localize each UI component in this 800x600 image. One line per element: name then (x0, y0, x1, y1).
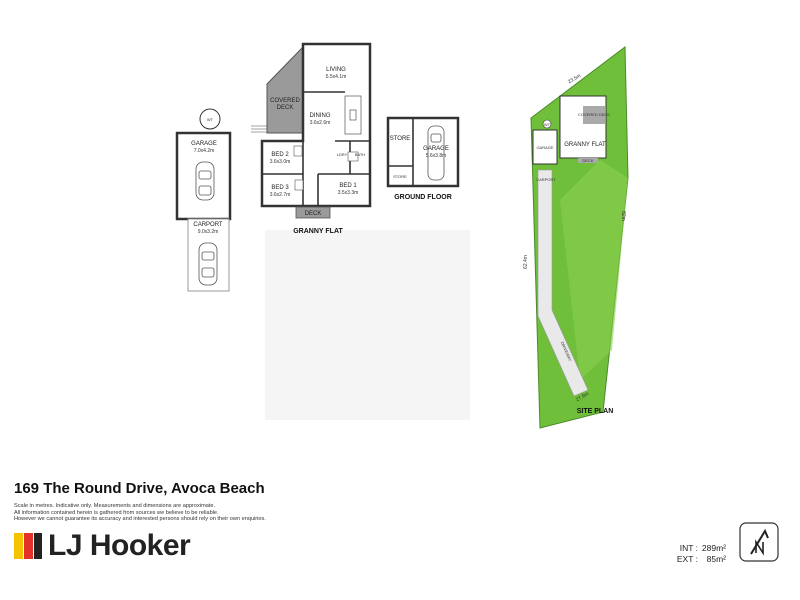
robe-bed2 (293, 145, 303, 157)
bed1-dim: 3.5x3.3m (338, 190, 359, 196)
site-covered-deck-label: COVERED DECK (578, 112, 610, 117)
boundary-right-dim: 82m (620, 211, 626, 221)
ext-area-row: EXT : 85m² (668, 554, 726, 565)
ground-garage-label: GARAGE (423, 146, 449, 152)
site-water-tank-icon (542, 119, 552, 129)
int-area-row: INT : 289m² (668, 543, 726, 554)
deck (295, 206, 331, 219)
property-address: 169 The Round Drive, Avoca Beach (14, 480, 265, 497)
lawn-area (560, 160, 628, 380)
bed2-label: BED 2 (271, 152, 289, 158)
north-arrow-icon (739, 522, 779, 562)
ldry-label: LDRY (337, 152, 348, 157)
bath-label: BATH (355, 152, 365, 157)
car-icon (195, 161, 215, 201)
wt-label: WT (207, 117, 214, 122)
garage-carport-plan: WT GARAGE 7.0x4.2m CARPORT 9.0x3.2m (175, 108, 232, 292)
car-icon (198, 242, 218, 286)
bed1-label: BED 1 (339, 183, 357, 189)
garage-label: GARAGE (191, 141, 217, 147)
carport-area (187, 218, 230, 292)
ground-garage-dim: 5.6x3.8m (426, 153, 447, 159)
disclaimer-line-3: However we cannot guarantee its accuracy… (14, 516, 266, 523)
living-dim: 5.5x4.1m (326, 74, 347, 80)
car-icon (427, 125, 445, 181)
disclaimer: Scale in metres. Indicative only. Measur… (14, 503, 354, 523)
water-tank-icon (199, 108, 221, 130)
ground-floor-caption: GROUND FLOOR (394, 194, 452, 201)
ext-label: EXT : (676, 554, 698, 564)
deck-label: DECK (305, 211, 322, 217)
logo-text: LJ Hooker (48, 529, 191, 562)
toilet-icon (347, 151, 359, 162)
site-garage (532, 129, 558, 165)
site-wt-label: WT (544, 122, 551, 127)
granny-flat-caption: GRANNY FLAT (293, 228, 343, 235)
store2-label: STORE (393, 174, 407, 179)
site-granny-flat (559, 95, 607, 159)
store-label: STORE (390, 136, 411, 142)
driveway (537, 169, 589, 397)
carport-dim: 9.0x3.2m (198, 229, 219, 235)
bed2-dim: 3.6x3.0m (270, 159, 291, 165)
site-covered-deck (583, 106, 605, 124)
site-deck-label: DECK (582, 158, 593, 163)
living-label: LIVING (326, 67, 346, 73)
watermark (265, 230, 470, 420)
dining-dim: 3.6x2.6m (310, 120, 331, 126)
area-summary: INT : 289m² EXT : 85m² (668, 543, 726, 565)
garage-dim: 7.0x4.2m (194, 148, 215, 154)
bed3-label: BED 3 (271, 185, 289, 191)
site-plan: GARAGE COVERED DECK GRANNY FLAT DECK WT … (523, 46, 629, 429)
bed3-dim: 3.6x2.7m (270, 192, 291, 198)
robe-bed3 (294, 179, 304, 191)
site-plan-caption: SITE PLAN (577, 408, 614, 415)
logo-mark-icon (14, 533, 42, 559)
kitchen (344, 95, 362, 135)
deck-steps (251, 125, 267, 133)
site-granny-flat-label: GRANNY FLAT (564, 142, 606, 148)
int-label: INT : (679, 543, 698, 553)
store-walls (388, 118, 414, 186)
garage-room (175, 131, 232, 221)
boundary-left-dim: 62.4m (523, 255, 529, 269)
site-garage-label: GARAGE (536, 145, 553, 150)
covered-deck-label-2: DECK (277, 105, 294, 111)
site-deck (578, 158, 598, 163)
disclaimer-line-1: Scale in metres. Indicative only. Measur… (14, 503, 216, 509)
covered-deck (266, 45, 304, 134)
covered-deck-label-1: COVERED (270, 98, 300, 104)
site-carport-label: CARPORT (536, 177, 556, 182)
ext-value: 85m² (706, 554, 726, 564)
ground-floor-plan: STORE STORE GARAGE 5.6x3.8m GROUND FLOOR (386, 116, 460, 201)
int-value: 289m² (701, 543, 726, 553)
dining-label: DINING (310, 113, 331, 119)
disclaimer-line-2: All information contained herein is gath… (14, 509, 219, 516)
lj-hooker-logo: LJ Hooker (14, 528, 191, 564)
carport-label: CARPORT (193, 222, 223, 228)
granny-flat-plan: COVERED DECK LIVING 5.5x4.1m DINING 3.6x (251, 42, 372, 235)
